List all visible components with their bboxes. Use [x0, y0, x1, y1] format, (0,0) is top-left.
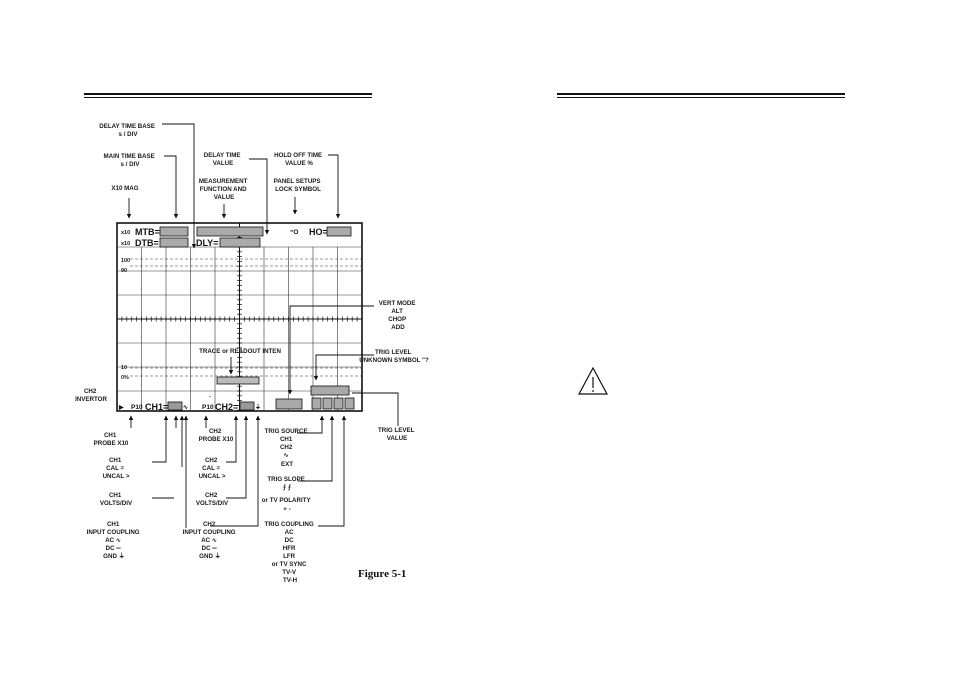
callout-ch2-probe: CH2 PROBE X10 — [199, 428, 234, 443]
callout-panel-setups-lock: PANEL SETUPS LOCK SYMBOL — [274, 178, 323, 193]
ho-label: HO= — [309, 227, 328, 237]
ch1-coupling-symbol: ∿ — [183, 405, 188, 411]
ch1-invert-marker: ▶ — [118, 404, 124, 411]
center-horizontal-ticks — [116, 316, 363, 322]
mtb-value-field — [159, 226, 189, 237]
scale-90-label: 90 — [121, 268, 127, 274]
callout-trig-slope: TRIG SLOPE ⨍ ⨍ — [267, 476, 306, 491]
ch1-probe-label: P10 — [131, 404, 143, 411]
figure-caption: Figure 5-1 — [358, 568, 406, 580]
left-page-header-subrule — [84, 97, 372, 98]
ch2-coupling-symbol: ⏚ — [255, 404, 261, 411]
callout-measurement-function: MEASUREMENT FUNCTION AND VALUE — [199, 178, 249, 201]
lock-symbol: ⁼O — [290, 229, 299, 236]
trig-level-unknown-field — [310, 385, 350, 396]
dtb-x10-prefix: x10 — [121, 241, 130, 247]
ch1-volts-field — [167, 401, 183, 411]
callout-trace-readout-inten: TRACE or READOUT INTEN — [199, 348, 281, 355]
right-page-header-rule — [557, 93, 845, 95]
callout-trig-level-value: TRIG LEVEL VALUE — [378, 427, 416, 442]
ch2-volts-field — [239, 401, 255, 411]
dtb-label: DTB= — [135, 238, 159, 248]
ch1-label: CH1= — [145, 402, 168, 412]
scale-100-label: 100 — [121, 258, 130, 264]
ho-value-field — [326, 226, 352, 237]
right-page-header-subrule — [557, 97, 845, 98]
ch2-probe-label: P10 — [202, 404, 214, 411]
callout-ch2-cal: CH2 CAL = UNCAL > — [199, 457, 226, 480]
warning-triangle-icon — [577, 366, 609, 395]
trig-coupling-field — [333, 397, 344, 410]
scale-10-label: 10 — [121, 365, 127, 371]
ch2-label: CH2= — [215, 402, 238, 412]
callout-delay-time-value: DELAY TIME VALUE — [204, 152, 243, 167]
dly-value-field — [219, 237, 261, 248]
trig-source-field — [311, 397, 322, 410]
callout-trig-source: TRIG SOURCE CH1 CH2 ∿ EXT — [265, 428, 310, 468]
mtb-x10-prefix: x10 — [121, 230, 130, 236]
dtb-value-field — [159, 237, 189, 248]
bottom-arrows — [128, 415, 347, 528]
callout-delay-time-base: DELAY TIME BASE s / DIV — [99, 123, 156, 138]
scale-0-label: 0% — [121, 375, 129, 381]
callout-ch1-coupling: CH1 INPUT COUPLING AC ∿ DC ═ GND ⏚ — [87, 521, 142, 560]
trig-slope-field — [322, 397, 333, 410]
callout-x10-mag: X10 MAG — [111, 185, 138, 192]
right-leader-lines — [287, 305, 399, 426]
vert-mode-field — [275, 398, 303, 410]
callout-ch1-volts: CH1 VOLTS/DIV — [100, 492, 133, 507]
mtb-label: MTB= — [135, 227, 160, 237]
dly-label: DLY= — [196, 238, 218, 248]
measurement-value-field — [196, 226, 264, 237]
callout-tv-polarity: or TV POLARITY + - — [262, 497, 312, 513]
percent-markers — [130, 258, 362, 377]
left-page-header-rule — [84, 93, 372, 95]
callout-ch2-volts: CH2 VOLTS/DIV — [196, 492, 229, 507]
callout-trig-coupling: TRIG COUPLING AC DC HFR LFR or TV SYNC T… — [265, 521, 316, 584]
callout-trig-level-unknown: TRIG LEVEL UNKNOWN SYMBOL "? — [359, 349, 429, 364]
callout-main-time-base: MAIN TIME BASE s / DIV — [104, 153, 157, 168]
callout-ch2-coupling: CH2 INPUT COUPLING AC ∿ DC ═ GND ⏚ — [183, 521, 238, 560]
intensity-bar — [216, 376, 260, 385]
top-leader-lines — [126, 123, 341, 249]
callout-ch1-cal: CH1 CAL = UNCAL > — [103, 457, 130, 480]
callout-ch1-probe: CH1 PROBE X10 — [94, 432, 129, 447]
callout-vert-mode: VERT MODE ALT CHOP ADD — [379, 300, 418, 331]
callout-hold-off-time: HOLD OFF TIME VALUE % — [274, 152, 324, 167]
trig-level-value-field — [344, 397, 355, 410]
callout-ch2-invertor: CH2 INVERTOR — [75, 388, 107, 403]
